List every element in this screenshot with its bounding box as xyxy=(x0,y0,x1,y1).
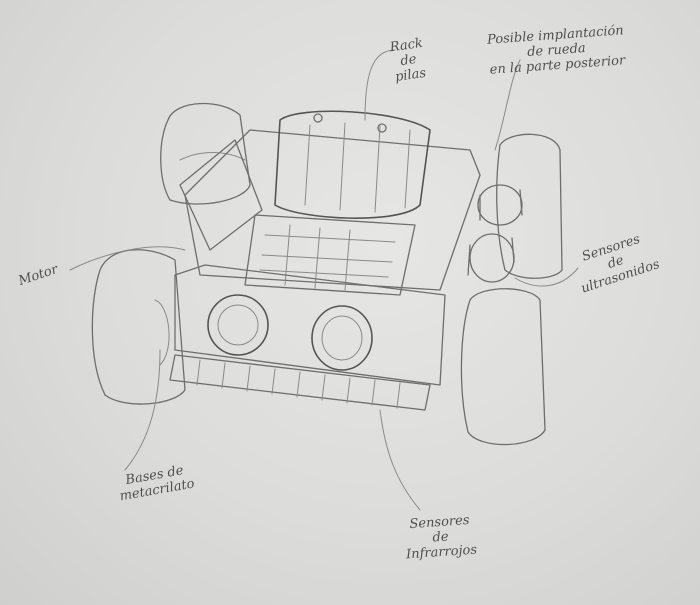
battery-rack xyxy=(275,111,430,218)
front-ultrasound-left xyxy=(208,295,268,355)
ultrasound-sensor-bottom xyxy=(470,234,514,282)
leader-infrarrojos xyxy=(380,410,420,510)
infrared-strip xyxy=(170,355,430,410)
wheel-right-rear xyxy=(497,134,562,278)
wheel-right-front xyxy=(461,289,545,445)
leader-motor xyxy=(70,247,185,270)
label-rueda-posterior: Posible implantación de rueda en la part… xyxy=(487,23,627,77)
wheel-left-front xyxy=(92,250,185,404)
front-plate xyxy=(175,265,445,385)
wheel-left-front-hub xyxy=(155,300,169,365)
ultrasound-sensor-top xyxy=(478,185,522,225)
wheel-left-rear xyxy=(161,104,250,205)
label-sensores-infrarrojos: Sensores de Infrarrojos xyxy=(404,513,478,563)
label-rack-de-pilas: Rack de pilas xyxy=(389,36,428,85)
leader-rack xyxy=(365,50,395,120)
leader-metacrilato xyxy=(125,350,160,470)
